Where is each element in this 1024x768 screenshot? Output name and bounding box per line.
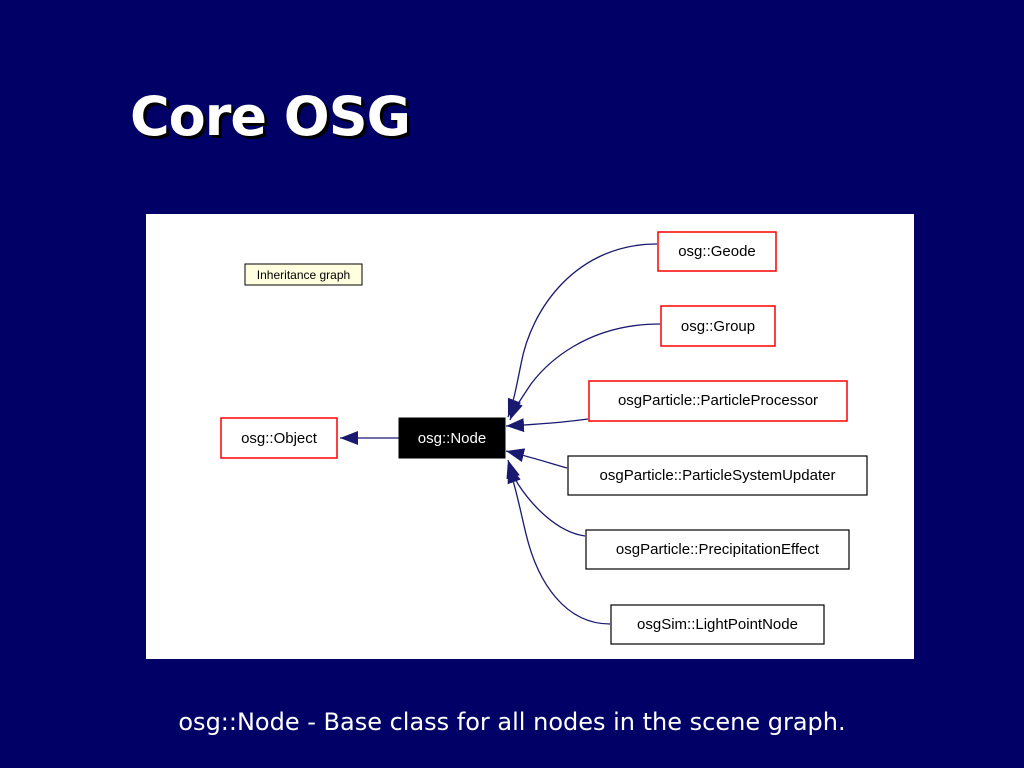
class-node-light-point-node[interactable]: osgSim::LightPointNode — [610, 604, 825, 645]
legend: Inheritance graph — [244, 263, 363, 286]
class-node-node[interactable]: osg::Node — [398, 417, 506, 459]
edge-geode-to-node — [507, 243, 658, 418]
class-node-precipitation-effect[interactable]: osgParticle::PrecipitationEffect — [585, 529, 850, 570]
class-node-particle-system-updater[interactable]: osgParticle::ParticleSystemUpdater — [567, 455, 868, 496]
class-node-geode-label: osg::Geode — [678, 243, 756, 260]
edge-processor-to-node — [505, 418, 589, 433]
legend-label: Inheritance graph — [257, 268, 350, 282]
class-node-group-label: osg::Group — [681, 318, 755, 335]
slide-title: Core OSG — [130, 85, 411, 148]
inheritance-graph-svg: Inheritance graph osg::Object osg::Node … — [220, 231, 868, 645]
class-node-object[interactable]: osg::Object — [220, 417, 338, 459]
class-node-geode[interactable]: osg::Geode — [657, 231, 777, 272]
class-node-node-label: osg::Node — [418, 430, 486, 447]
edges — [340, 243, 661, 625]
class-node-object-label: osg::Object — [241, 430, 318, 447]
edge-updater-to-node — [505, 448, 568, 469]
slide-caption: osg::Node - Base class for all nodes in … — [178, 708, 846, 736]
class-node-particle-system-updater-label: osgParticle::ParticleSystemUpdater — [600, 467, 836, 484]
class-node-particle-processor-label: osgParticle::ParticleProcessor — [618, 392, 818, 409]
class-node-group[interactable]: osg::Group — [660, 305, 776, 347]
class-node-precipitation-effect-label: osgParticle::PrecipitationEffect — [616, 541, 820, 558]
edge-group-to-node — [509, 323, 661, 421]
inheritance-diagram: Inheritance graph osg::Object osg::Node … — [146, 214, 914, 659]
class-node-light-point-node-label: osgSim::LightPointNode — [637, 616, 798, 633]
edge-lightpoint-to-node — [507, 464, 611, 625]
class-node-particle-processor[interactable]: osgParticle::ParticleProcessor — [588, 380, 848, 422]
